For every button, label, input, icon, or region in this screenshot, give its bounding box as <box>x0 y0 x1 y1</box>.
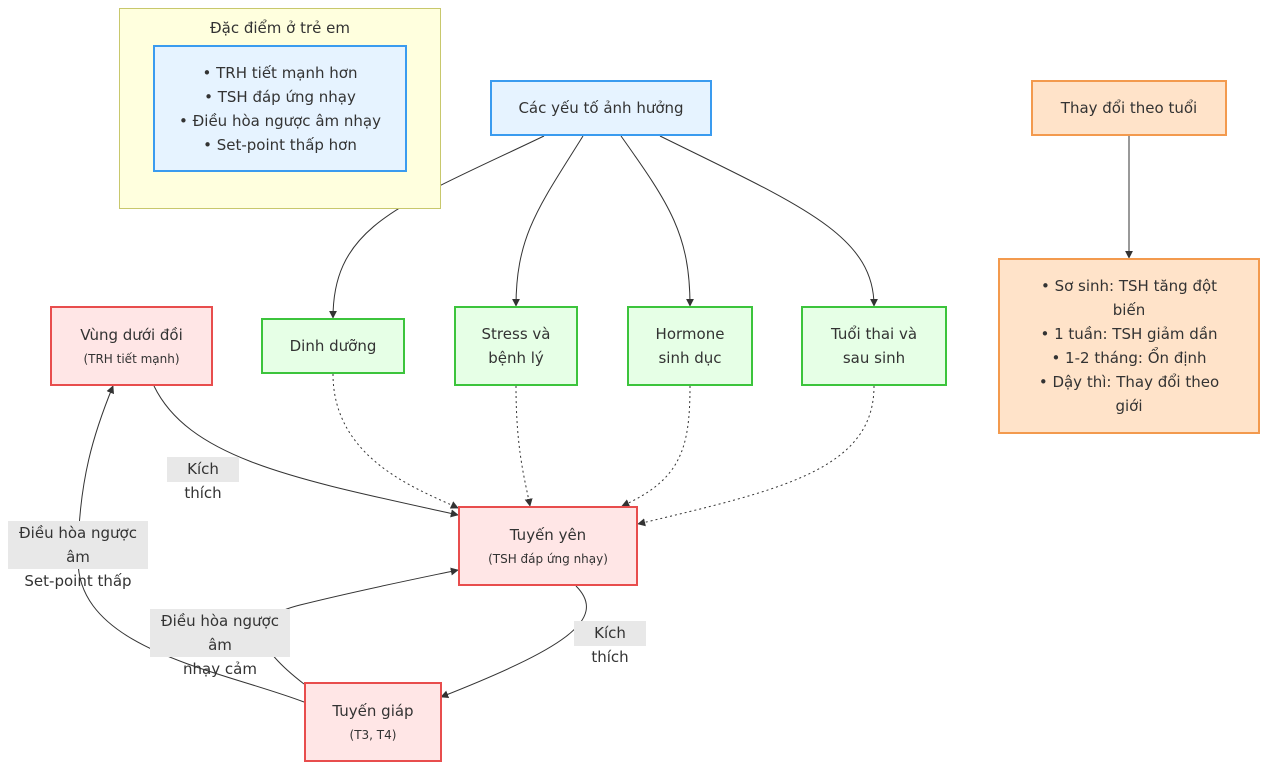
age-details-node: • Sơ sinh: TSH tăng đột biến • 1 tuần: T… <box>998 258 1260 434</box>
edge-factors-stress <box>512 135 584 307</box>
age-changes-node: Thay đổi theo tuổi <box>1031 80 1227 136</box>
edge-nutrition-pituitary <box>332 373 459 509</box>
stress-node: Stress và bệnh lý <box>454 306 578 386</box>
edge-label-stimulate-2: Kích thích <box>574 621 646 666</box>
age-detail-line-6: giới <box>1115 397 1143 415</box>
edge-pituitary-thyroid <box>440 585 587 699</box>
age-detail-line-4: • 1-2 tháng: Ổn định <box>1051 349 1207 367</box>
edge-hormone-pituitary <box>621 385 691 507</box>
hypothalamus-label: Vùng dưới đồi <box>80 326 183 344</box>
nutrition-label: Dinh dưỡng <box>289 337 377 355</box>
edge-label-line-2: Set-point thấp <box>24 572 132 590</box>
edge-factors-gestational <box>659 135 878 307</box>
age-changes-label: Thay đổi theo tuổi <box>1060 99 1198 117</box>
hormone-node: Hormone sinh dục <box>627 306 753 386</box>
age-detail-line-5: • Dậy thì: Thay đổi theo <box>1038 373 1220 391</box>
factors-label: Các yếu tố ảnh hưởng <box>518 99 684 117</box>
child-trait-line-2: • TSH đáp ứng nhạy <box>204 87 356 106</box>
edge-factors-nutrition <box>329 135 545 319</box>
edge-label-feedback-setpoint: Điều hòa ngược âm Set-point thấp <box>8 521 148 590</box>
gestational-node: Tuổi thai và sau sinh <box>801 306 947 386</box>
thyroid-sub: (T3, T4) <box>349 728 397 742</box>
thyroid-label: Tuyến giáp <box>332 702 414 720</box>
child-trait-line-3: • Điều hòa ngược âm nhạy <box>179 111 381 130</box>
edge-hypothalamus-pituitary <box>153 385 459 518</box>
edge-thyroid-hypothalamus <box>77 385 305 703</box>
edge-label-line-2: nhạy cảm <box>183 660 257 678</box>
nutrition-node: Dinh dưỡng <box>261 318 405 374</box>
edge-stress-pituitary <box>515 385 533 507</box>
cluster-title: Đặc điểm ở trẻ em <box>210 19 350 37</box>
edge-thyroid-pituitary <box>262 567 459 685</box>
edge-label-text: Kích thích <box>591 624 629 666</box>
edge-label-text: Kích thích <box>184 460 222 502</box>
edge-label-line-1: Điều hòa ngược âm <box>19 524 137 566</box>
edge-label-line-1: Điều hòa ngược âm <box>161 612 279 654</box>
pituitary-sub: (TSH đáp ứng nhạy) <box>488 552 608 566</box>
hormone-label: Hormone sinh dục <box>655 325 725 367</box>
child-traits-node: • TRH tiết mạnh hơn • TSH đáp ứng nhạy •… <box>153 45 407 172</box>
age-detail-line-3: • 1 tuần: TSH giảm dần <box>1040 325 1218 343</box>
pituitary-node: Tuyến yên (TSH đáp ứng nhạy) <box>458 506 638 586</box>
edge-gestational-pituitary <box>637 385 875 527</box>
gestational-label: Tuổi thai và sau sinh <box>830 325 918 367</box>
stress-label: Stress và bệnh lý <box>481 325 551 367</box>
age-detail-line-2: biến <box>1112 301 1146 319</box>
edge-factors-hormone <box>620 135 694 307</box>
edge-label-stimulate-1: Kích thích <box>167 457 239 502</box>
age-detail-line-1: • Sơ sinh: TSH tăng đột <box>1040 277 1218 295</box>
hypothalamus-sub: (TRH tiết mạnh) <box>83 352 180 366</box>
hypothalamus-node: Vùng dưới đồi (TRH tiết mạnh) <box>50 306 213 386</box>
child-trait-line-4: • Set-point thấp hơn <box>203 135 357 154</box>
edge-label-feedback-sensitive: Điều hòa ngược âm nhạy cảm <box>150 609 290 678</box>
pituitary-label: Tuyến yên <box>509 526 587 544</box>
thyroid-node: Tuyến giáp (T3, T4) <box>304 682 442 762</box>
factors-node: Các yếu tố ảnh hưởng <box>490 80 712 136</box>
child-trait-line-1: • TRH tiết mạnh hơn <box>202 63 358 82</box>
